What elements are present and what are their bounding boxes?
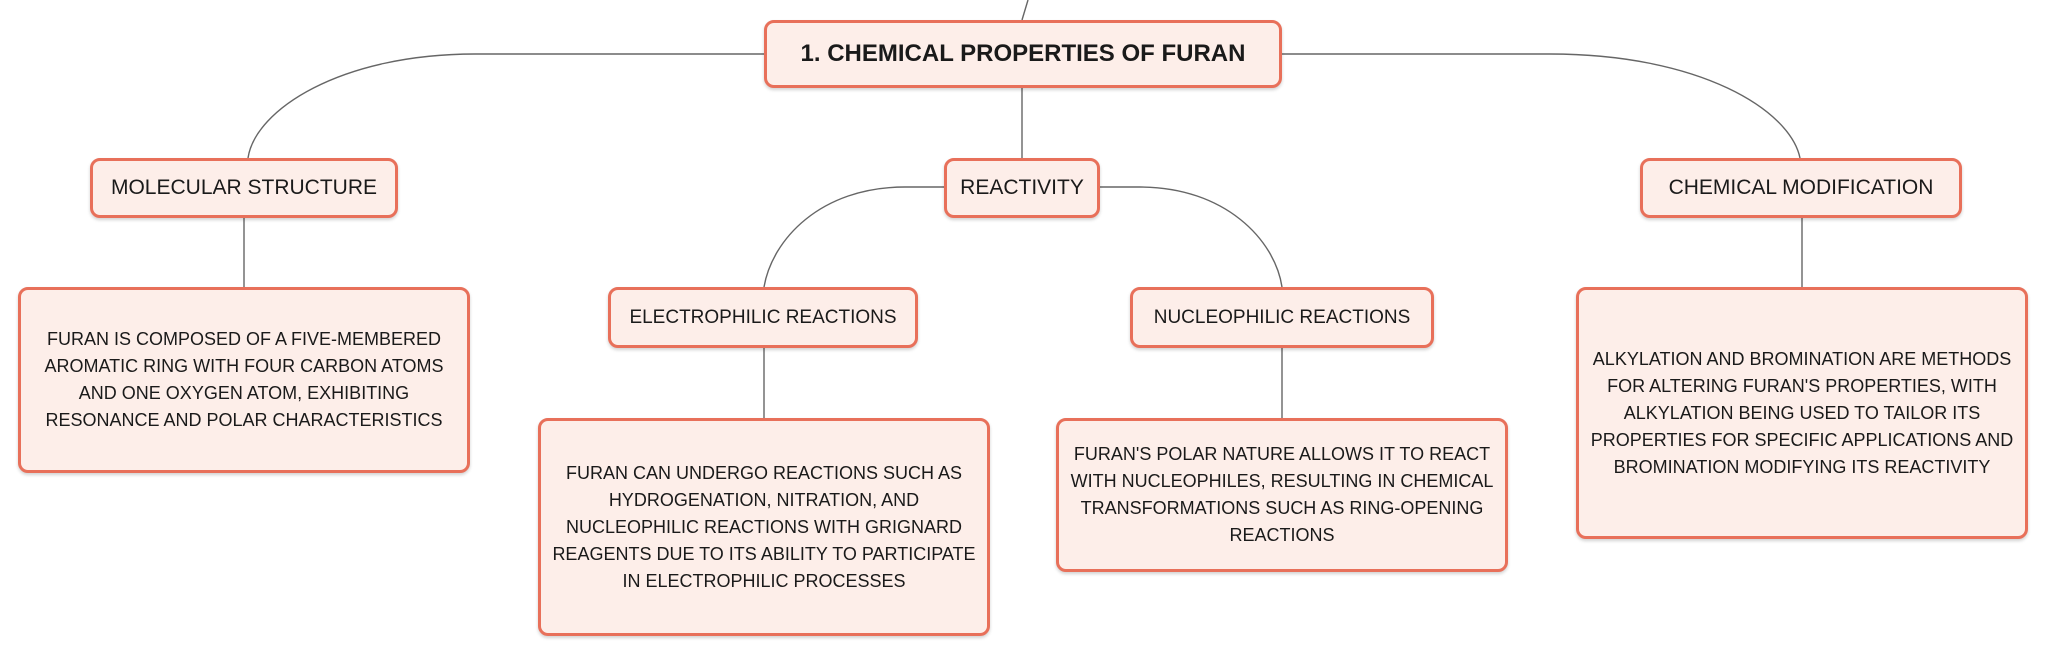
connector-parent-root xyxy=(1021,0,1029,21)
detail-electrophilic-reactions-text: FURAN CAN UNDERGO REACTIONS SUCH AS HYDR… xyxy=(552,462,976,591)
root-topic-label: 1. CHEMICAL PROPERTIES OF FURAN xyxy=(800,40,1246,67)
topic-molecular-structure[interactable]: MOLECULAR STRUCTURE xyxy=(90,158,398,218)
topic-reactivity-label: REACTIVITY xyxy=(960,176,1084,199)
connector-root-molecular xyxy=(247,53,766,159)
detail-molecular-structure-text: FURAN IS COMPOSED OF A FIVE-MEMBERED ARO… xyxy=(44,329,444,430)
detail-molecular-structure[interactable]: FURAN IS COMPOSED OF A FIVE-MEMBERED ARO… xyxy=(18,287,470,473)
connector-root-modification xyxy=(1280,53,1801,159)
topic-chemical-modification-label: CHEMICAL MODIFICATION xyxy=(1668,176,1934,199)
connector-reactivity-electrophilic xyxy=(763,186,946,288)
topic-reactivity[interactable]: REACTIVITY xyxy=(944,158,1100,218)
topic-chemical-modification[interactable]: CHEMICAL MODIFICATION xyxy=(1640,158,1962,218)
subtopic-electrophilic-reactions-label: ELECTROPHILIC REACTIONS xyxy=(629,306,897,328)
detail-nucleophilic-reactions-text: FURAN'S POLAR NATURE ALLOWS IT TO REACT … xyxy=(1070,444,1494,545)
topic-molecular-structure-label: MOLECULAR STRUCTURE xyxy=(110,176,378,199)
detail-nucleophilic-reactions[interactable]: FURAN'S POLAR NATURE ALLOWS IT TO REACT … xyxy=(1056,418,1508,572)
subtopic-electrophilic-reactions[interactable]: ELECTROPHILIC REACTIONS xyxy=(608,287,918,348)
subtopic-nucleophilic-reactions[interactable]: NUCLEOPHILIC REACTIONS xyxy=(1130,287,1434,348)
connector-reactivity-nucleophilic xyxy=(1098,186,1283,288)
detail-chemical-modification-text: ALKYLATION AND BROMINATION ARE METHODS F… xyxy=(1590,348,2014,477)
detail-chemical-modification[interactable]: ALKYLATION AND BROMINATION ARE METHODS F… xyxy=(1576,287,2028,539)
detail-electrophilic-reactions[interactable]: FURAN CAN UNDERGO REACTIONS SUCH AS HYDR… xyxy=(538,418,990,636)
root-topic[interactable]: 1. CHEMICAL PROPERTIES OF FURAN xyxy=(764,20,1282,88)
subtopic-nucleophilic-reactions-label: NUCLEOPHILIC REACTIONS xyxy=(1153,306,1411,328)
